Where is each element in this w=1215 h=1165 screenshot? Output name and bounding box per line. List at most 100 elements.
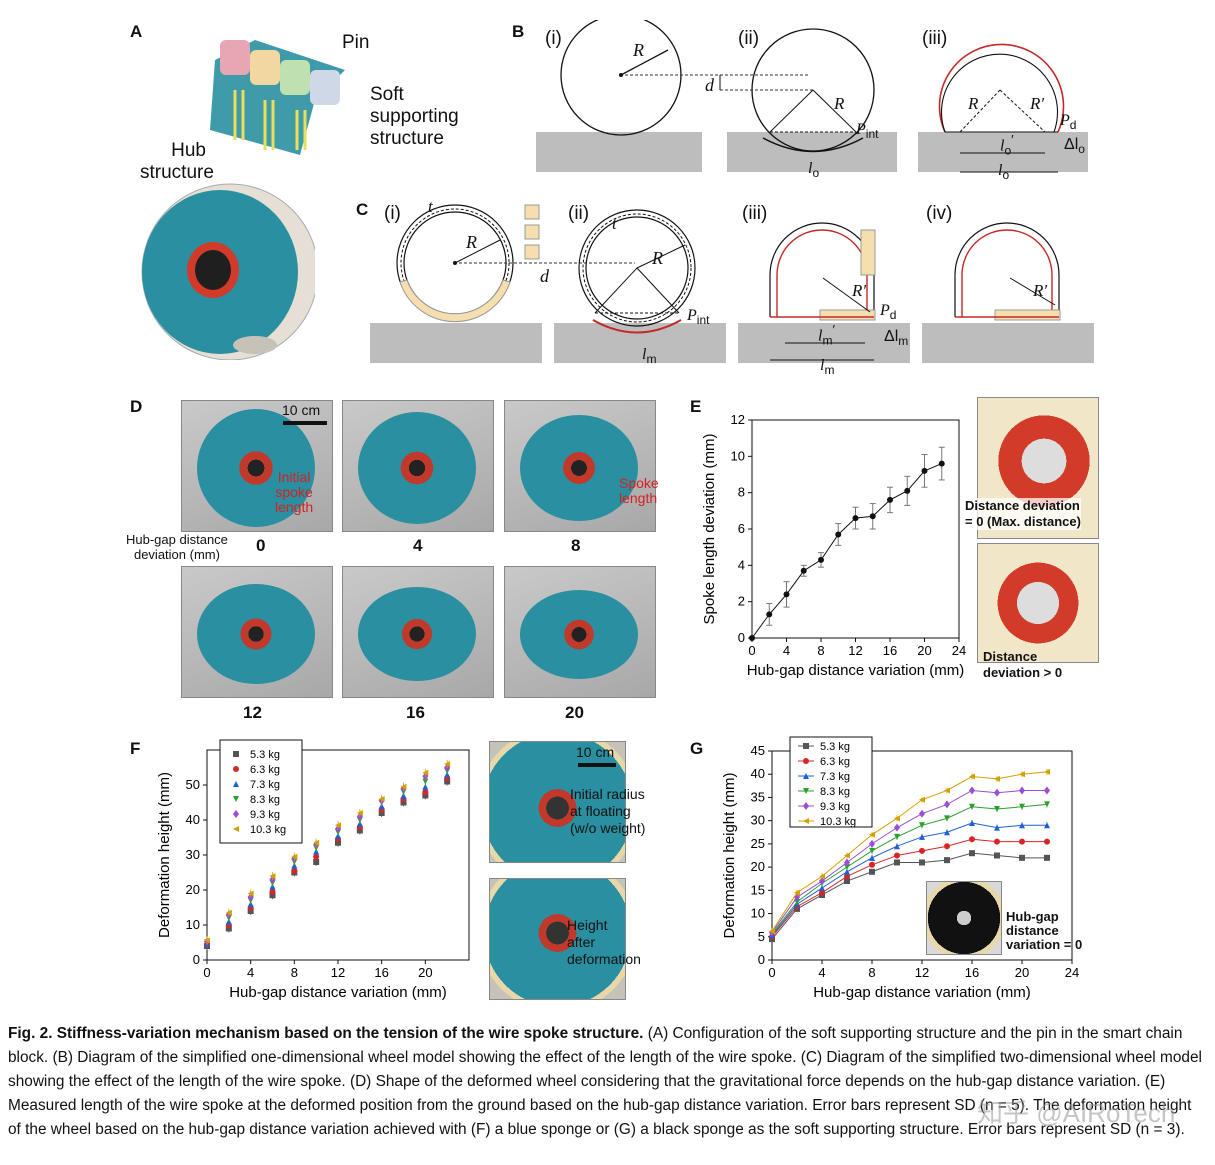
b-lo-label-iii: lo <box>998 162 1010 183</box>
ground-b-i <box>536 132 702 172</box>
data-point <box>938 460 945 467</box>
data-point <box>944 829 950 836</box>
f-scale-label: 10 cm <box>576 744 615 760</box>
data-point <box>969 836 975 843</box>
data-point <box>749 635 755 641</box>
data-point <box>233 826 239 832</box>
data-point <box>400 783 407 790</box>
d-wheel-photo <box>181 400 333 532</box>
data-point <box>944 857 950 864</box>
data-point <box>994 788 1000 797</box>
x-axis-label: Hub-gap distance variation (mm) <box>813 984 1031 1001</box>
panel-c-sub-ii: (ii) <box>568 203 590 224</box>
c-pd-label: Pd <box>880 302 897 323</box>
c-Rp-label: R′ <box>852 281 867 300</box>
d-scale-bar <box>283 421 327 425</box>
x-tick-label: 4 <box>818 965 825 980</box>
data-point <box>994 806 1000 813</box>
data-point <box>969 786 975 795</box>
data-point <box>921 467 928 474</box>
d-initial-label: Initial spoke length <box>275 469 314 515</box>
x-tick-label: 16 <box>374 965 388 980</box>
x-tick-label: 12 <box>331 965 345 980</box>
d-wheel <box>358 587 476 682</box>
panel-g-label: G <box>690 739 704 758</box>
b-lo-label: lo <box>808 160 820 181</box>
panel-b-sub-i: (i) <box>545 28 562 49</box>
data-point <box>1019 838 1025 845</box>
legend-box <box>789 736 873 828</box>
data-point <box>919 847 925 854</box>
b-pd-label: Pd <box>1060 112 1077 133</box>
data-point <box>994 775 1000 782</box>
c-pint-label: Pint <box>687 307 710 328</box>
data-point <box>904 487 911 494</box>
data-point <box>869 861 875 868</box>
b-d-label: d <box>705 75 714 95</box>
data-point <box>819 873 825 880</box>
d-row-label: Hub-gap distance deviation (mm) <box>126 532 228 562</box>
data-point <box>919 822 925 829</box>
data-point <box>233 810 239 818</box>
legend-label: 10.3 kg <box>250 824 286 836</box>
data-point <box>818 556 824 563</box>
data-point <box>944 787 950 794</box>
d-wheel-photo <box>504 566 656 698</box>
data-point <box>994 824 1000 831</box>
series-line <box>771 803 1048 935</box>
series-line <box>771 852 1047 940</box>
data-point <box>994 838 1000 845</box>
panel-c-label: C <box>356 200 369 219</box>
data-point <box>919 796 925 803</box>
legend-label: 9.3 kg <box>250 809 280 821</box>
y-axis-label: Deformation height (mm) <box>156 772 173 938</box>
data-point <box>204 937 210 944</box>
legend-label: 10.3 kg <box>820 816 856 828</box>
panel-d-label: D <box>130 397 143 416</box>
x-tick-label: 16 <box>883 643 897 658</box>
pin-label: Pin <box>342 32 370 53</box>
x-tick-label: 8 <box>817 643 824 658</box>
caption-text: (A) Configuration of the soft supporting… <box>8 1025 1202 1138</box>
b-R-label: R <box>633 40 644 60</box>
legend-box <box>219 739 303 844</box>
data-point <box>919 833 925 840</box>
data-point <box>844 852 850 859</box>
data-point <box>783 591 790 598</box>
data-point <box>819 889 825 896</box>
panel-c-sub-i: (i) <box>384 203 401 224</box>
data-point <box>233 751 239 757</box>
y-tick-label: 40 <box>186 812 200 827</box>
data-point <box>869 868 875 875</box>
data-point <box>835 531 842 538</box>
data-point <box>766 611 773 618</box>
y-tick-label: 10 <box>186 917 200 932</box>
f-scale-bar <box>578 763 616 767</box>
d-value-12: 12 <box>243 703 262 722</box>
e-photo-2 <box>977 543 1099 663</box>
data-point <box>422 789 429 795</box>
y-tick-label: 50 <box>186 777 200 792</box>
legend-label: 8.3 kg <box>250 794 280 806</box>
x-tick-label: 24 <box>1065 965 1079 980</box>
data-point <box>803 788 809 794</box>
panel-c-diagram <box>396 204 1061 361</box>
c-lm-prime-label: lm′ <box>818 322 835 348</box>
ground-b-iii <box>918 132 1088 172</box>
data-point <box>313 859 320 865</box>
panel-b-diagram <box>560 20 1065 173</box>
x-tick-label: 0 <box>203 965 210 980</box>
panel-e-label: E <box>690 397 702 416</box>
data-point <box>894 843 900 850</box>
legend-label: 7.3 kg <box>820 771 850 783</box>
y-tick-label: 20 <box>751 859 765 874</box>
data-point <box>844 878 850 885</box>
y-tick-label: 5 <box>758 929 765 944</box>
c-d-label: d <box>540 266 549 286</box>
c-R-label: R <box>466 232 477 252</box>
f-photo-1 <box>489 741 626 863</box>
x-tick-label: 4 <box>247 965 254 980</box>
c-t-label: t <box>428 197 433 216</box>
c-lm-label: lm <box>642 346 657 367</box>
